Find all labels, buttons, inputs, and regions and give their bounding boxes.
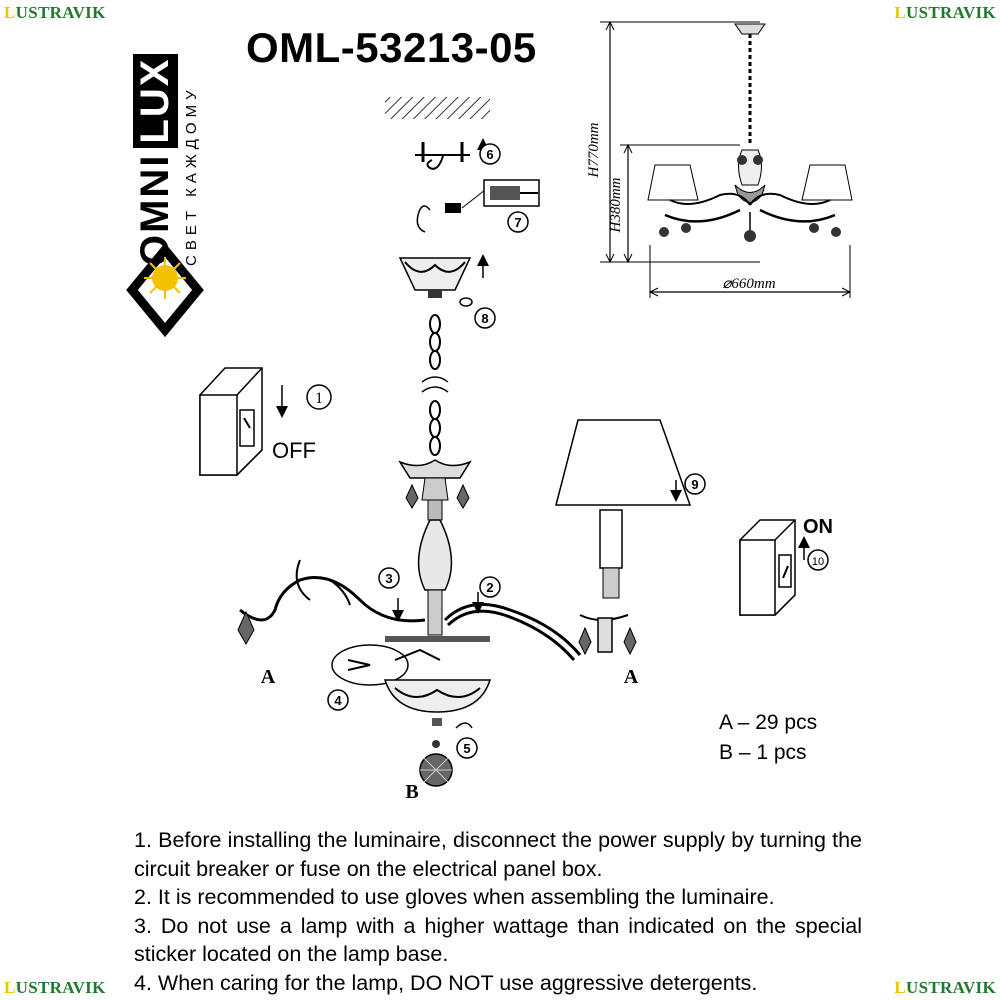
canopy-icon [398,254,489,307]
brand-diamond-icon [126,242,204,338]
left-arm-icon [237,559,426,646]
watermark-top-right: LUSTRAVIK [894,3,996,22]
terminal-block-icon [416,179,540,233]
step-3-badge: 3 [378,567,400,589]
central-body-icon [398,459,472,636]
step-2-badge: 2 [479,576,501,598]
part-label-b: B [405,781,418,803]
svg-text:10: 10 [812,556,824,568]
right-arm-icon [443,592,637,661]
installation-diagram: 6 7 8 [126,20,853,803]
instruction-item: 3. Do not use a lamp with a higher watta… [134,913,862,967]
chain-icon [421,314,449,456]
svg-text:2: 2 [486,580,493,595]
step-10-badge: 10 [807,549,829,571]
dimension-diagram [600,20,853,298]
legend-a: A – 29 pcs [719,711,818,734]
step-8-badge: 8 [474,307,496,329]
step-4-badge: 4 [327,689,349,711]
wire-connection-icon [331,636,490,686]
svg-text:7: 7 [514,215,521,230]
dimension-height-total: H770mm [586,122,602,178]
bottom-bowl-icon [383,679,492,787]
svg-text:5: 5 [463,741,470,756]
legend-b: B – 1 pcs [719,741,807,764]
part-label-a-right: A [624,666,639,688]
step-1-badge: 1 [306,384,332,410]
svg-text:3: 3 [385,571,392,586]
watermark-bottom-left: LUSTRAVIK [4,978,106,997]
ceiling-hatch [385,97,490,119]
watermark-top-left: LUSTRAVIK [4,3,106,22]
svg-text:1: 1 [315,390,323,407]
step-9-badge: 9 [684,473,706,495]
parts-legend: A – 29 pcs B – 1 pcs [719,708,817,768]
step-6-badge: 6 [479,143,501,165]
svg-text:8: 8 [481,311,488,326]
switch-on-label: ON [803,516,833,538]
instruction-item: 2. It is recommended to use gloves when … [134,885,775,909]
instructions: 1. Before installing the luminaire, disc… [134,826,862,997]
lampshade-icon [555,419,692,599]
svg-text:6: 6 [486,147,493,162]
dimension-diameter: ⌀660mm [722,276,775,292]
svg-text:9: 9 [691,477,698,492]
instruction-item: 4. When caring for the lamp, DO NOT use … [134,970,758,995]
switch-off-label: OFF [272,438,316,463]
step-5-badge: 5 [456,737,478,759]
step-7-badge: 7 [507,211,529,233]
switch-off-icon [199,367,288,476]
model-title: OML-53213-05 [246,24,537,71]
switch-on-icon [739,519,810,616]
svg-text:4: 4 [334,693,342,708]
instruction-item: 1. Before installing the luminaire, disc… [134,828,862,881]
dimension-height-body: H380mm [608,177,624,233]
part-label-a-left: A [261,666,276,688]
mounting-bracket-icon [415,138,489,170]
watermark-bottom-right: LUSTRAVIK [894,978,996,997]
